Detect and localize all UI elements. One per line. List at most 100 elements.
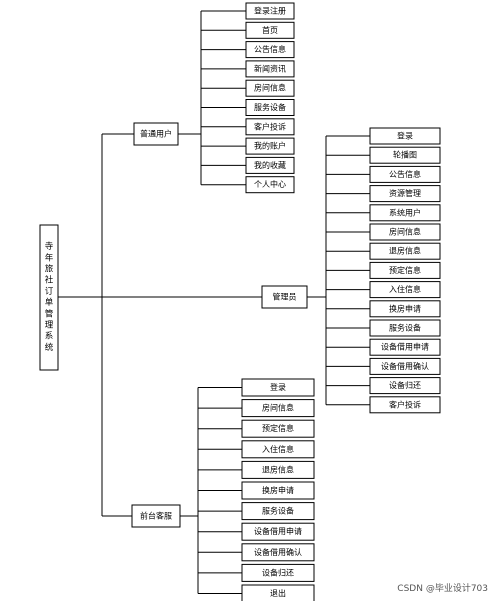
connector-lines <box>58 10 370 594</box>
user-item-node-label: 公告信息 <box>254 44 286 54</box>
user-item-node-box <box>245 79 295 97</box>
admin-item-node: 客户投诉 <box>369 396 441 414</box>
frontdesk-item-node: 退房信息 <box>241 460 315 479</box>
user-item-node-label: 个人中心 <box>254 179 286 189</box>
frontdesk-item-node: 服务设备 <box>241 502 315 521</box>
admin-item-node: 退房信息 <box>369 242 441 260</box>
admin-item-node-label: 客户投诉 <box>389 399 421 409</box>
admin-item-node-box <box>369 396 441 414</box>
user-item-node-box <box>245 41 295 59</box>
frontdesk-item-node-label: 服务设备 <box>262 506 294 516</box>
admin-item-node-box <box>369 319 441 337</box>
admin-item-node-label: 房间信息 <box>389 227 421 237</box>
user-item-node-label: 客户投诉 <box>254 121 286 131</box>
frontdesk-branch-node-box <box>131 504 181 528</box>
user-item-node-label: 首页 <box>262 25 278 35</box>
root-title-char: 系 <box>45 331 54 342</box>
frontdesk-item-node-label: 设备归还 <box>262 567 294 577</box>
user-item-node-box <box>245 156 295 174</box>
admin-branch-node: 管理员 <box>261 285 308 309</box>
admin-item-node-box <box>369 338 441 356</box>
frontdesk-item-node: 设备借用确认 <box>241 543 315 562</box>
user-item-node-box <box>245 99 295 116</box>
admin-item-node: 设备借用申请 <box>369 338 441 356</box>
admin-item-node: 轮播图 <box>369 146 441 164</box>
root-title-char: 社 <box>45 275 54 286</box>
root-title-char: 订 <box>45 286 54 297</box>
frontdesk-item-node-box <box>241 522 315 541</box>
admin-item-node-box <box>369 204 441 222</box>
user-item-node-label: 我的账户 <box>254 141 286 151</box>
root-title-char: 理 <box>45 321 54 331</box>
admin-item-node-box <box>369 300 441 318</box>
frontdesk-item-node-box <box>241 378 315 397</box>
admin-item-node-label: 资源管理 <box>389 188 421 198</box>
admin-item-node: 资源管理 <box>369 185 441 203</box>
frontdesk-item-node-label: 设备借用申请 <box>254 526 302 536</box>
admin-item-node-label: 设备借用确认 <box>381 361 429 371</box>
user-item-node: 首页 <box>245 21 295 39</box>
user-item-node-box <box>245 21 295 39</box>
admin-item-node: 公告信息 <box>369 165 441 183</box>
admin-item-node-label: 设备借用申请 <box>381 342 429 352</box>
user-item-node: 新闻资讯 <box>245 60 295 78</box>
admin-item-node: 预定信息 <box>369 261 441 279</box>
user-item-node: 登录注册 <box>245 2 295 20</box>
admin-item-node: 设备借用确认 <box>369 357 441 375</box>
frontdesk-item-node-label: 登录 <box>270 382 286 392</box>
root-title-char: 年 <box>45 252 54 263</box>
admin-item-node-box <box>369 127 441 145</box>
user-item-node: 客户投诉 <box>245 118 295 136</box>
admin-item-node: 系统用户 <box>369 204 441 222</box>
frontdesk-item-node-box <box>241 440 315 459</box>
admin-item-node-label: 换房申请 <box>389 303 421 313</box>
admin-item-node-box <box>369 377 441 395</box>
user-branch-node: 普通用户 <box>133 122 179 146</box>
root-node-box <box>39 224 59 371</box>
admin-item-node-box <box>369 261 441 279</box>
frontdesk-branch-node: 前台客服 <box>131 504 181 528</box>
frontdesk-item-node: 入住信息 <box>241 440 315 459</box>
frontdesk-item-node-box <box>241 481 315 500</box>
admin-branch-node-label: 管理员 <box>273 292 297 302</box>
admin-item-node-label: 轮播图 <box>393 150 417 160</box>
frontdesk-item-node-label: 退出 <box>270 588 286 598</box>
diagram-nodes: 寺年旅社订单管理系统普通用户登录注册首页公告信息新闻资讯房间信息服务设备客户投诉… <box>39 2 441 601</box>
admin-item-node-label: 入住信息 <box>389 284 421 294</box>
user-item-node-label: 新闻资讯 <box>254 63 286 73</box>
user-branch-node-label: 普通用户 <box>140 129 172 139</box>
admin-item-node-box <box>369 242 441 260</box>
frontdesk-item-node-box <box>241 419 315 438</box>
frontdesk-item-node: 换房申请 <box>241 481 315 500</box>
frontdesk-branch-node-label: 前台客服 <box>140 511 172 521</box>
admin-item-node-box <box>369 223 441 241</box>
frontdesk-item-node-label: 退房信息 <box>262 464 294 474</box>
frontdesk-item-node-label: 入住信息 <box>262 444 294 454</box>
watermark-text: CSDN @毕业设计703 <box>397 582 488 594</box>
user-branch-node-box <box>133 122 179 146</box>
user-item-node: 个人中心 <box>245 176 295 194</box>
user-item-node: 我的账户 <box>245 137 295 155</box>
admin-item-node: 房间信息 <box>369 223 441 241</box>
frontdesk-item-node-box <box>241 399 315 418</box>
admin-item-node: 登录 <box>369 127 441 145</box>
user-item-node: 服务设备 <box>245 99 295 116</box>
admin-item-node: 服务设备 <box>369 319 441 337</box>
root-title-char: 寺 <box>45 242 54 252</box>
user-item-node-box <box>245 60 295 78</box>
user-item-node: 我的收藏 <box>245 156 295 174</box>
user-item-node-label: 服务设备 <box>254 102 286 112</box>
admin-item-node: 设备归还 <box>369 377 441 395</box>
user-item-node: 公告信息 <box>245 41 295 59</box>
frontdesk-item-node-label: 房间信息 <box>262 403 294 413</box>
admin-item-node-label: 系统用户 <box>389 207 421 217</box>
admin-item-node-label: 服务设备 <box>389 323 421 333</box>
root-title-char: 单 <box>45 297 54 308</box>
frontdesk-item-node-box <box>241 543 315 562</box>
root-title-char: 旅 <box>45 264 54 275</box>
user-item-node: 房间信息 <box>245 79 295 97</box>
frontdesk-item-node-box <box>241 563 315 582</box>
admin-item-node-box <box>369 281 441 299</box>
